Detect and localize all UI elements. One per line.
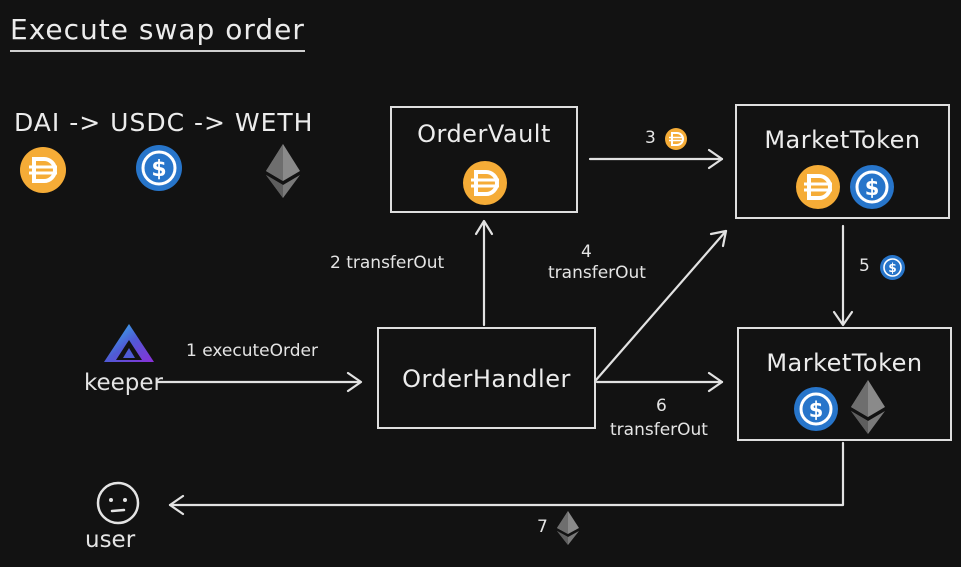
usdc-icon: $	[136, 145, 182, 191]
market-token-bottom-node: MarketToken $	[737, 327, 952, 441]
market-token-top-label: MarketToken	[764, 126, 921, 154]
user-label: user	[85, 527, 136, 553]
order-vault-label: OrderVault	[417, 120, 551, 148]
step-2-label: 2 transferOut	[330, 253, 445, 273]
eth-icon	[557, 511, 579, 545]
step-7-label: 7	[537, 517, 548, 537]
usdc-icon: $	[880, 255, 905, 280]
dai-icon	[796, 165, 840, 209]
usdc-icon: $	[850, 165, 894, 209]
eth-icon	[266, 144, 300, 198]
step-4-number: 4	[581, 242, 592, 262]
step-4-label: transferOut	[548, 263, 646, 283]
swap-route-text: DAI -> USDC -> WETH	[14, 108, 314, 137]
dai-icon	[665, 128, 687, 150]
order-handler-node: OrderHandler	[377, 327, 596, 429]
arrow-step-7	[168, 441, 845, 507]
page-title: Execute swap order	[10, 12, 305, 52]
keeper-logo-icon	[104, 324, 154, 362]
order-handler-label: OrderHandler	[402, 365, 571, 393]
step-3-label: 3	[645, 128, 656, 148]
dai-icon	[463, 161, 507, 205]
user-face-icon	[96, 481, 140, 525]
svg-text:$: $	[809, 398, 824, 422]
dai-icon	[20, 147, 66, 193]
step-6-label: transferOut	[610, 420, 708, 440]
keeper-label: keeper	[84, 370, 164, 396]
svg-text:$: $	[151, 157, 166, 182]
market-token-top-node: MarketToken $	[735, 104, 950, 219]
arrow-transfer-out-4	[594, 229, 728, 382]
step-1-label: 1 executeOrder	[186, 341, 318, 361]
step-6-number: 6	[656, 396, 667, 416]
step-5-label: 5	[859, 256, 870, 276]
order-vault-node: OrderVault	[390, 106, 578, 213]
usdc-icon: $	[794, 387, 838, 431]
market-token-bottom-label: MarketToken	[766, 349, 923, 377]
eth-icon	[851, 380, 885, 434]
svg-text:$: $	[865, 176, 880, 200]
svg-text:$: $	[888, 261, 896, 275]
